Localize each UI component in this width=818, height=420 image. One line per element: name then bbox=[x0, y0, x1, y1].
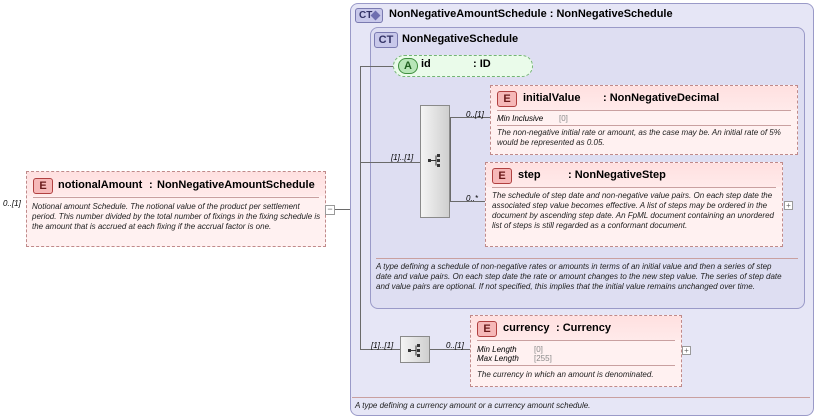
connector-line bbox=[335, 209, 350, 210]
expand-icon[interactable]: + bbox=[784, 201, 793, 210]
initialvalue-type: : NonNegativeDecimal bbox=[603, 92, 720, 104]
facet-label: Min Length bbox=[477, 345, 517, 354]
step-cardinality: 0..* bbox=[466, 194, 479, 203]
complex-type-extension-icon: CT bbox=[355, 8, 383, 23]
initialvalue-doc: The non-negative initial rate or amount,… bbox=[497, 128, 781, 147]
step-doc: The schedule of step date and non-negati… bbox=[492, 191, 774, 230]
root-type-separator: : bbox=[149, 179, 153, 191]
initialvalue-name: initialValue bbox=[523, 92, 581, 104]
facet-value: [0] bbox=[559, 114, 568, 123]
divider bbox=[352, 397, 810, 398]
step-type: : NonNegativeStep bbox=[568, 169, 666, 181]
facet-value: [0] bbox=[534, 345, 543, 354]
divider bbox=[497, 125, 791, 126]
inner-type-title: NonNegativeSchedule bbox=[402, 33, 519, 45]
attribute-name: id bbox=[421, 58, 431, 70]
divider bbox=[497, 110, 791, 111]
inner-type-doc: A type defining a schedule of non-negati… bbox=[376, 262, 782, 291]
root-element-doc: Notional amount Schedule. The notional v… bbox=[32, 202, 321, 231]
divider bbox=[376, 258, 798, 259]
element-badge: E bbox=[492, 168, 512, 184]
initialvalue-cardinality: 0..[1] bbox=[466, 110, 484, 119]
element-step[interactable]: E step : NonNegativeStep The schedule of… bbox=[485, 162, 783, 247]
divider bbox=[33, 197, 319, 198]
currency-name: currency bbox=[503, 322, 550, 334]
connector-line bbox=[360, 349, 400, 350]
element-badge: E bbox=[33, 178, 53, 194]
currency-cardinality: 0..[1] bbox=[446, 341, 464, 350]
divider bbox=[492, 187, 776, 188]
connector-line bbox=[360, 66, 361, 349]
divider bbox=[477, 365, 675, 366]
root-cardinality: 0..[1] bbox=[3, 199, 21, 208]
sequence-compositor-icon bbox=[428, 154, 440, 167]
attribute-type: : ID bbox=[473, 58, 491, 70]
expand-icon[interactable]: + bbox=[682, 346, 691, 355]
sequence-compositor-icon bbox=[408, 344, 420, 357]
outer-type-doc: A type defining a currency amount or a c… bbox=[355, 401, 591, 410]
connector-line bbox=[360, 162, 420, 163]
root-element-type: NonNegativeAmountSchedule bbox=[157, 179, 315, 191]
connector-line bbox=[430, 349, 470, 350]
element-initialvalue[interactable]: E initialValue : NonNegativeDecimal Min … bbox=[490, 85, 798, 155]
element-header bbox=[486, 163, 782, 187]
sequence-compositor[interactable] bbox=[400, 336, 430, 363]
element-header bbox=[471, 316, 681, 340]
step-name: step bbox=[518, 169, 541, 181]
connector-line bbox=[450, 201, 485, 202]
connector-line bbox=[360, 66, 393, 67]
root-element-name: notionalAmount bbox=[58, 179, 143, 191]
element-header bbox=[491, 86, 797, 110]
attribute-badge: A bbox=[398, 58, 418, 74]
outer-type-title: NonNegativeAmountSchedule : NonNegativeS… bbox=[389, 8, 673, 20]
element-badge: E bbox=[477, 321, 497, 337]
facet-value: [255] bbox=[534, 354, 552, 363]
currency-type: : Currency bbox=[556, 322, 612, 334]
element-currency[interactable]: E currency : Currency Min Length [0] Max… bbox=[470, 315, 682, 387]
connector-line bbox=[450, 117, 451, 201]
attribute-id[interactable] bbox=[393, 55, 533, 77]
sequence-cardinality: [1]..[1] bbox=[391, 153, 414, 162]
sequence-cardinality: [1]..[1] bbox=[371, 341, 394, 350]
element-badge: E bbox=[497, 91, 517, 107]
element-notionalamount[interactable]: E notionalAmount : NonNegativeAmountSche… bbox=[26, 171, 326, 247]
facet-label: Min Inclusive bbox=[497, 114, 544, 123]
element-header bbox=[27, 172, 325, 196]
sequence-compositor[interactable] bbox=[420, 105, 450, 218]
collapse-icon[interactable]: − bbox=[325, 205, 335, 215]
complex-type-badge: CT bbox=[374, 32, 398, 48]
connector-line bbox=[450, 117, 490, 118]
currency-doc: The currency in which an amount is denom… bbox=[477, 370, 654, 379]
facet-label: Max Length bbox=[477, 354, 519, 363]
divider bbox=[477, 340, 675, 341]
